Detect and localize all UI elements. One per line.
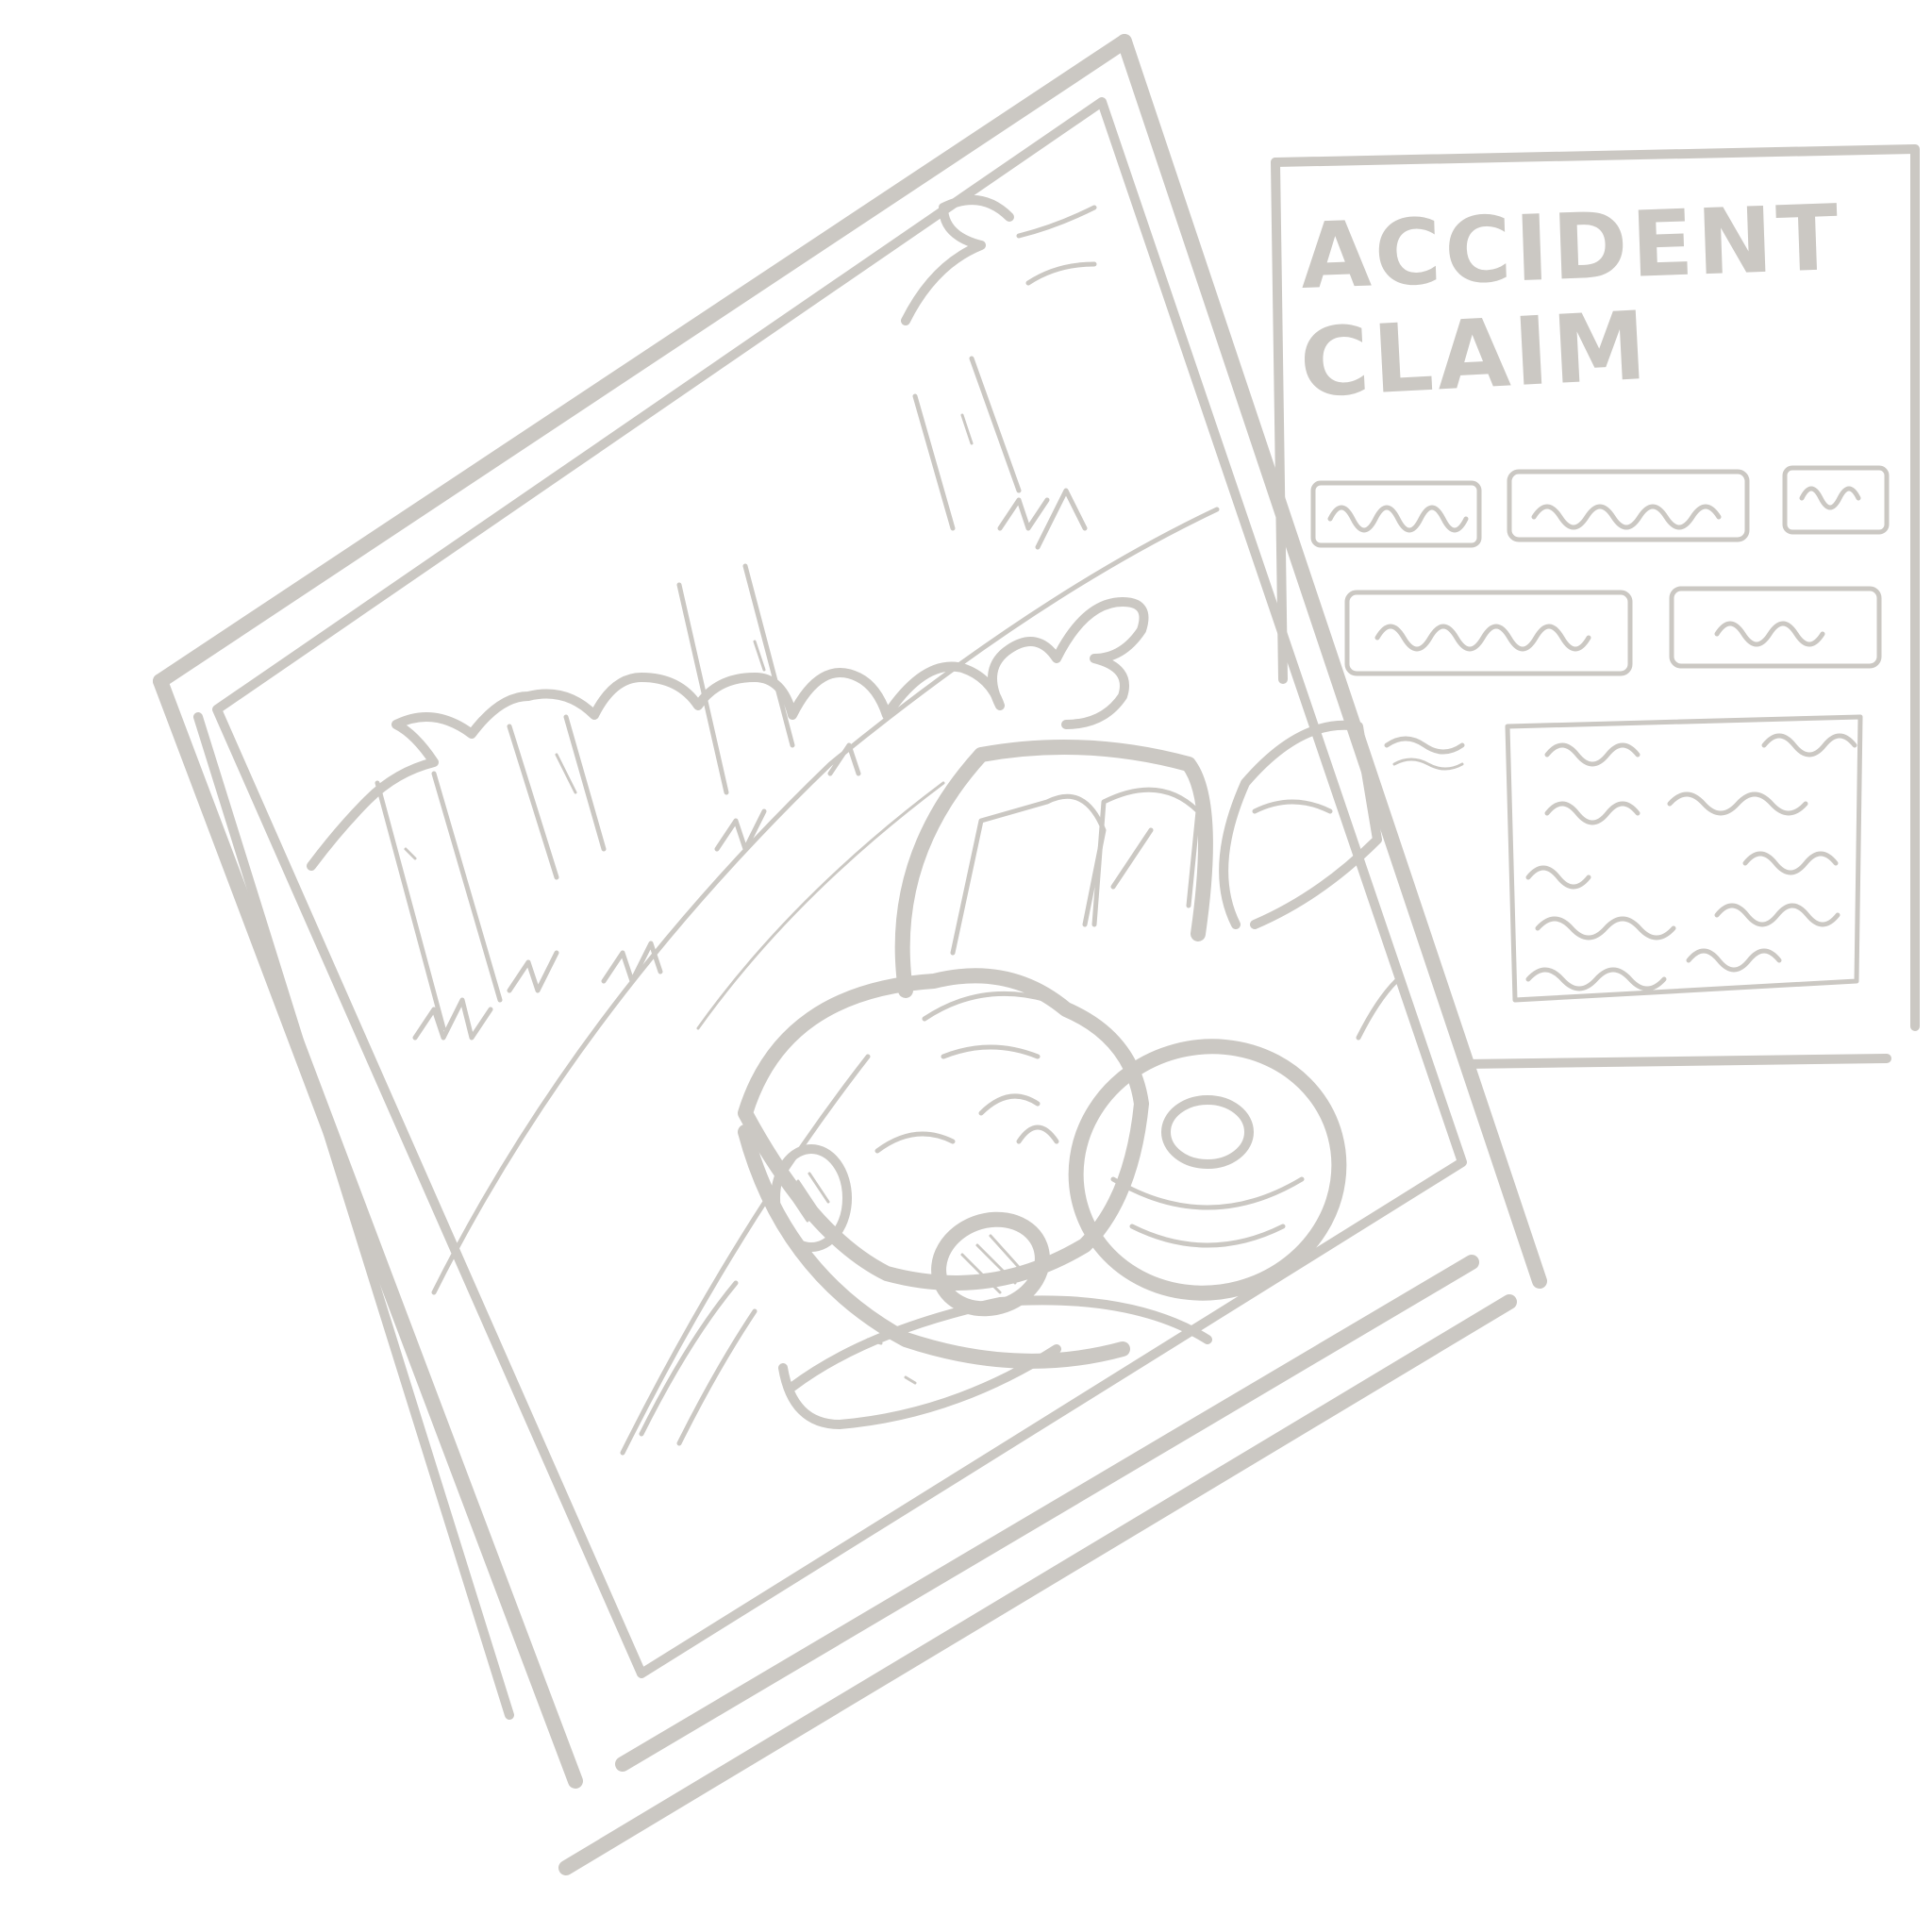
form-field-row	[1310, 465, 1890, 548]
crashed-car	[639, 720, 1399, 1446]
form-field-row	[1344, 586, 1882, 676]
crashed-car-photo-icon	[153, 34, 1547, 1875]
form-description-box	[1505, 714, 1863, 1003]
form-title-line2: CLAIM	[1297, 291, 1653, 419]
trees	[307, 195, 1149, 1041]
claim-form-document-icon: ACCIDENT CLAIM	[1271, 144, 1920, 1069]
form-title-line1: ACCIDENT	[1299, 185, 1844, 309]
